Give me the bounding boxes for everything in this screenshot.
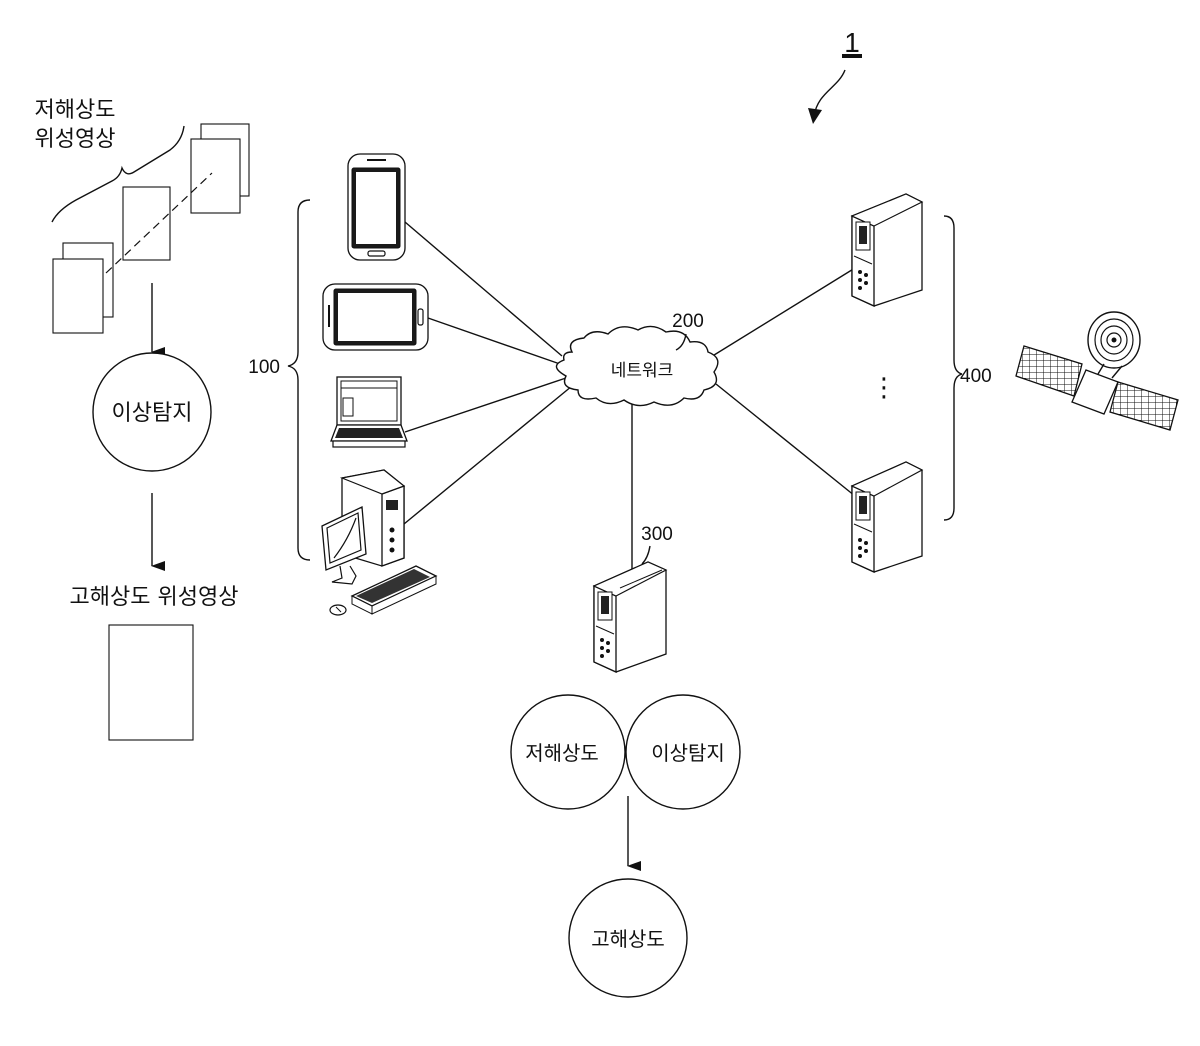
system-reference: 1 — [808, 27, 862, 124]
left-panel: 저해상도 위성영상 이상탐지 고해상도 위성영상 — [35, 98, 249, 740]
anomaly-detection-label: 이상탐지 — [112, 401, 193, 426]
low-res-label-line2: 위성영상 — [35, 127, 116, 152]
tablet-icon — [323, 284, 428, 350]
network-label: 네트워크 — [611, 361, 674, 381]
terminals-ref: 100 — [248, 357, 280, 378]
smartphone-icon — [348, 154, 405, 260]
data-servers-ref: 400 — [960, 366, 992, 387]
server-group: 300 — [594, 524, 673, 672]
data-servers-group: ⋮ 400 — [852, 194, 992, 572]
bottom-anomaly-label: 이상탐지 — [651, 741, 725, 765]
network-cloud: 네트워크 200 — [556, 268, 855, 570]
desktop-computer-icon — [322, 470, 436, 615]
laptop-icon — [331, 377, 407, 447]
bottom-low-res-label: 저해상도 — [525, 741, 599, 765]
link-tablet — [428, 318, 560, 364]
server-ref-leader — [642, 546, 650, 564]
link-data-server-bottom — [716, 384, 855, 496]
satellite-image-stack-bottom — [53, 243, 113, 333]
satellite-image-stack-top — [191, 124, 249, 213]
network-ref: 200 — [672, 311, 704, 332]
bottom-high-res-label: 고해상도 — [591, 927, 665, 951]
high-res-image-label: 고해상도 위성영상 — [70, 585, 239, 610]
server-ref: 300 — [641, 524, 673, 545]
link-data-server-top — [706, 268, 855, 360]
link-laptop — [405, 378, 566, 432]
bottom-process: 저해상도 이상탐지 고해상도 — [511, 695, 740, 997]
low-res-label-line1: 저해상도 — [35, 98, 116, 123]
data-servers-ellipsis: ⋮ — [871, 372, 897, 402]
ref-curved-arrow — [814, 70, 845, 116]
system-ref-number: 1 — [844, 27, 860, 58]
user-terminals-group: 100 — [248, 154, 572, 615]
server-icon — [852, 462, 922, 572]
link-desktop — [404, 386, 572, 524]
satellite-icon — [1016, 312, 1178, 430]
terminals-brace — [288, 200, 310, 560]
high-res-image — [109, 625, 193, 740]
ref-arrow-head — [808, 108, 822, 124]
server-icon — [594, 562, 666, 672]
satellite-image-middle — [123, 187, 170, 260]
server-icon — [852, 194, 922, 306]
